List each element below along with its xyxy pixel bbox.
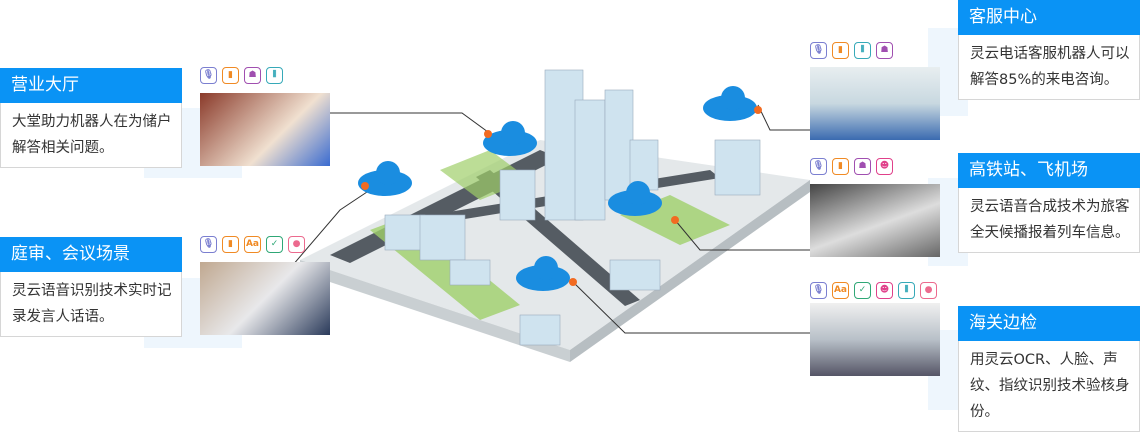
waveform-icon: ⫴ (854, 42, 871, 59)
scene-title: 客服中心 (958, 0, 1140, 35)
scene-title: 海关边检 (958, 306, 1140, 341)
document-icon: ▮ (832, 42, 849, 59)
face-icon: ☻ (876, 158, 893, 175)
microphone-icon: 🎙 (810, 42, 827, 59)
scene-photo (810, 303, 940, 376)
fingerprint-icon: ● (288, 236, 305, 253)
scene-card: 海关边检用灵云OCR、人脸、声纹、指纹识别技术验核身份。 (958, 306, 1140, 432)
capability-icons: 🎙 ▮ Aa ✓ ● (200, 236, 305, 253)
scene-description: 用灵云OCR、人脸、声纹、指纹识别技术验核身份。 (970, 352, 1130, 420)
microphone-icon: 🎙 (200, 236, 217, 253)
capability-icons: 🎙 ▮ ☗ ⫴ (200, 67, 283, 84)
document-icon: ▮ (832, 158, 849, 175)
edit-check-icon: ✓ (266, 236, 283, 253)
connector-dots (361, 106, 762, 286)
capability-icons: 🎙 ▮ ☗ ☻ (810, 158, 893, 175)
chat-person-icon: ☗ (244, 67, 261, 84)
fingerprint-icon: ● (920, 282, 937, 299)
scene-description: 灵云电话客服机器人可以解答85%的来电咨询。 (970, 46, 1130, 88)
scene-title: 庭审、会议场景 (0, 237, 182, 272)
text-recognition-icon: Aa (832, 282, 849, 299)
buildings (384, 69, 761, 346)
scene-description: 大堂助力机器人在为储户解答相关问题。 (12, 114, 172, 156)
scene-description: 灵云语音识别技术实时记录发言人话语。 (12, 283, 172, 325)
scene-card: 营业大厅大堂助力机器人在为储户解答相关问题。 (0, 68, 182, 168)
smart-city-illustration (290, 69, 810, 362)
chat-person-icon: ☗ (854, 158, 871, 175)
face-icon: ☻ (876, 282, 893, 299)
scene-title: 营业大厅 (0, 68, 182, 103)
microphone-icon: 🎙 (810, 158, 827, 175)
waveform-icon: ⫴ (898, 282, 915, 299)
scene-photo (200, 262, 330, 335)
document-icon: ▮ (222, 67, 239, 84)
scene-card: 高铁站、飞机场灵云语音合成技术为旅客全天候播报着列车信息。 (958, 153, 1140, 253)
scene-card: 庭审、会议场景灵云语音识别技术实时记录发言人话语。 (0, 237, 182, 337)
scene-description: 灵云语音合成技术为旅客全天候播报着列车信息。 (970, 199, 1130, 241)
document-icon: ▮ (222, 236, 239, 253)
waveform-icon: ⫴ (266, 67, 283, 84)
text-recognition-icon: Aa (244, 236, 261, 253)
cloud-icons (358, 86, 757, 291)
edit-check-icon: ✓ (854, 282, 871, 299)
scene-photo (810, 67, 940, 140)
scene-card: 客服中心灵云电话客服机器人可以解答85%的来电咨询。 (958, 0, 1140, 100)
capability-icons: 🎙 ▮ ⫴ ☗ (810, 42, 893, 59)
scene-title: 高铁站、飞机场 (958, 153, 1140, 188)
capability-icons: 🎙 Aa ✓ ☻ ⫴ ● (810, 282, 937, 299)
scene-photo (200, 93, 330, 166)
chat-person-icon: ☗ (876, 42, 893, 59)
scene-photo (810, 184, 940, 257)
microphone-icon: 🎙 (200, 67, 217, 84)
microphone-icon: 🎙 (810, 282, 827, 299)
